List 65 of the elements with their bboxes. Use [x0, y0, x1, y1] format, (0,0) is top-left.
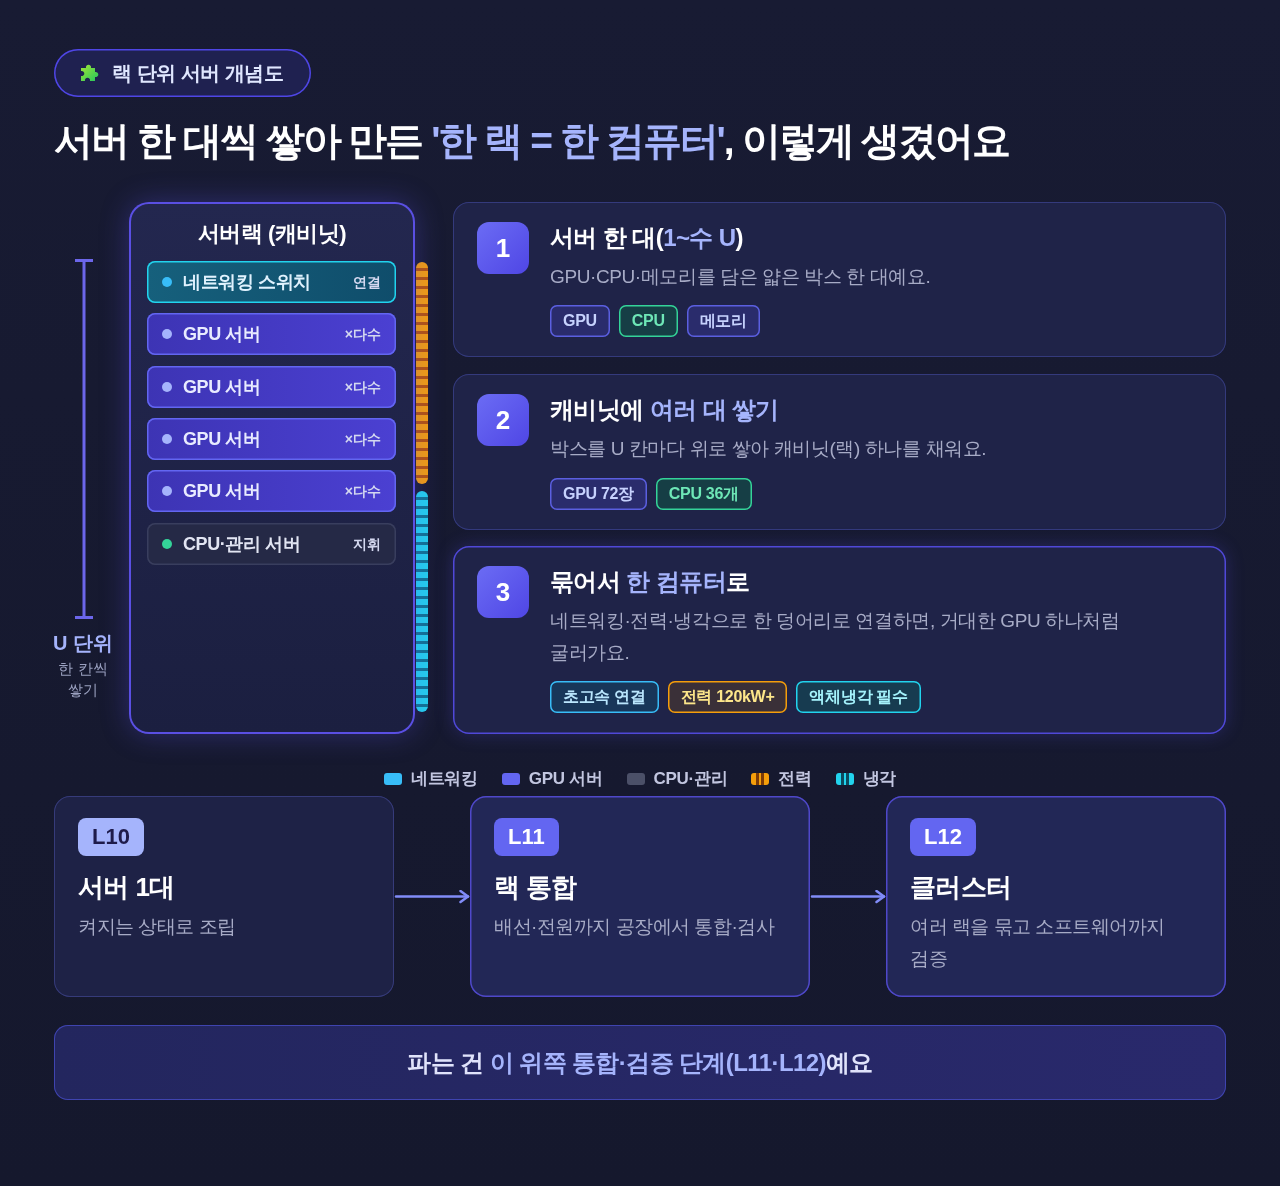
server-name: GPU 서버	[183, 428, 261, 451]
tag-chip: 액체냉각 필수	[796, 681, 921, 713]
arrow	[394, 889, 470, 904]
tag-chip: CPU	[618, 305, 678, 337]
level-badge: L10	[78, 818, 144, 856]
step-text: 네트워킹·전력·냉각으로 한 덩어리로 연결하면, 거대한 GPU 하나처럼 굴러가요.	[550, 609, 1121, 665]
level-card	[886, 796, 1226, 997]
step-card	[453, 202, 1226, 357]
tag-chip: 초고속 연결	[550, 681, 659, 713]
legend-label: 전력	[778, 768, 812, 790]
server-role: 지휘	[353, 535, 381, 554]
tag-chip: 메모리	[686, 305, 760, 337]
server-slot	[147, 418, 396, 460]
rack-cabinet	[129, 202, 415, 734]
tag-chip: GPU 72장	[550, 478, 647, 510]
title: 서버 한 대씩 쌓아 만든 '한 랙 = 한 컴퓨터', 이렇게 생겼어요	[54, 118, 1010, 164]
server-slot	[147, 523, 396, 565]
server-slot	[147, 366, 396, 408]
level-card	[470, 796, 810, 997]
server-name: GPU 서버	[183, 323, 261, 346]
topic-text: 랙 단위 서버 개념도	[112, 61, 284, 86]
server-role: ×다수	[344, 482, 381, 501]
server-name: GPU 서버	[183, 376, 261, 399]
legend-label: GPU 서버	[528, 768, 603, 790]
step-text: GPU·CPU·메모리를 담은 얇은 박스 한 대예요.	[550, 265, 932, 289]
level-badge: L12	[910, 818, 976, 856]
number-badge: 1	[477, 222, 529, 274]
step-heading: 캐비닛에 여러 대 쌓기	[550, 395, 779, 425]
server-role: ×다수	[344, 325, 381, 344]
step-card	[453, 546, 1226, 734]
arrow	[810, 889, 886, 904]
level-text: 배선·전원까지 공장에서 통합·검사	[494, 915, 776, 939]
server-name: 네트워킹 스위치	[183, 271, 311, 294]
step-heading: 묶어서 한 컴퓨터로	[550, 567, 750, 597]
level-heading: 랙 통합	[494, 871, 577, 904]
level-text: 여러 랙을 묶고 소프트웨어까지 검증	[910, 915, 1166, 971]
level-heading: 클러스터	[910, 871, 1012, 904]
server-slot	[147, 470, 396, 512]
tag-chip: CPU 36개	[655, 478, 752, 510]
legend-label: 냉각	[862, 768, 897, 790]
tag-chip: 전력 120kW+	[667, 681, 788, 713]
server-role: ×다수	[344, 378, 381, 397]
unit-note: 한 칸씩 쌓기	[57, 660, 109, 700]
server-slot	[147, 313, 396, 355]
level-text: 켜지는 상태로 조립	[78, 915, 237, 939]
level-heading: 서버 1대	[78, 871, 175, 904]
step-text: 박스를 U 칸마다 위로 쌓아 캐비닛(랙) 하나를 채워요.	[550, 437, 988, 461]
legend-label: 네트워킹	[410, 768, 478, 790]
level-badge: L11	[494, 818, 559, 856]
rack-heading: 서버랙 (캐비닛)	[196, 220, 348, 248]
unit-label: U 단위	[52, 631, 114, 656]
topic-tag	[54, 49, 311, 97]
server-role: ×다수	[344, 430, 381, 449]
number-badge: 2	[477, 394, 529, 446]
tag-chip: GPU	[550, 305, 610, 337]
server-name: GPU 서버	[183, 480, 261, 503]
server-slot	[147, 261, 396, 303]
server-role: 연결	[353, 273, 381, 292]
level-card	[54, 796, 394, 997]
legend-label: CPU·관리	[653, 768, 728, 790]
step-heading: 서버 한 대(1~수 U)	[550, 223, 743, 253]
step-card	[453, 374, 1226, 530]
server-name: CPU·관리 서버	[183, 533, 301, 556]
number-badge: 3	[477, 566, 529, 618]
note-banner: 파는 건 이 위쪽 통합·검증 단계(L11·L12)예요	[54, 1025, 1226, 1100]
